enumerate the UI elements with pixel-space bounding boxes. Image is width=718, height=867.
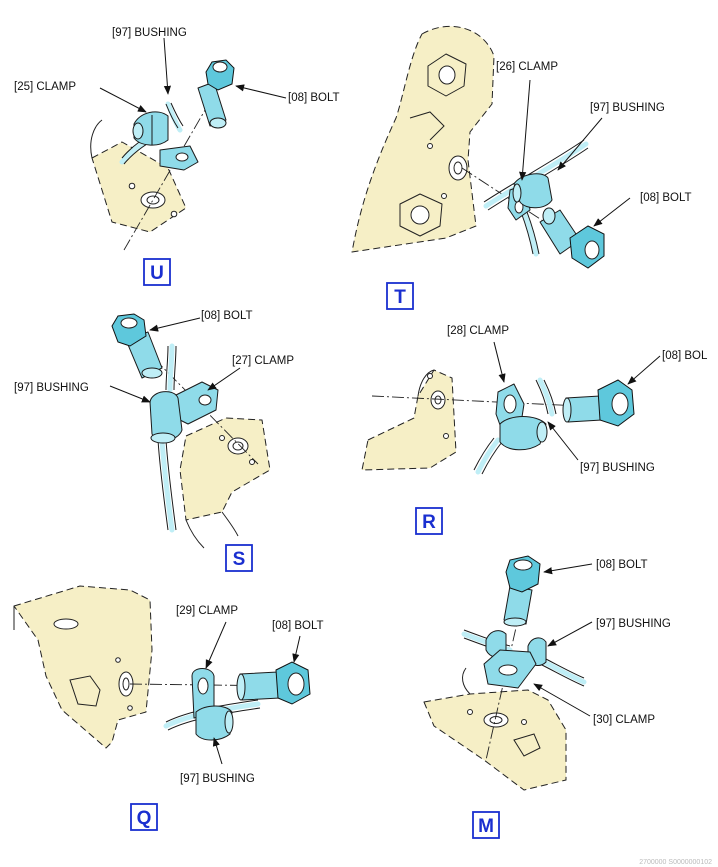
bolt-08-q <box>236 661 311 705</box>
callout-bushing-97-m: [97] BUSHING <box>596 618 671 630</box>
view-u: [97] BUSHING [25] CLAMP [08] BOLT U <box>14 27 340 286</box>
callout-bushing-97-u: [97] BUSHING <box>112 27 187 39</box>
svg-text:R: R <box>422 512 436 533</box>
callout-bushing-97-r: [97] BUSHING <box>580 462 655 474</box>
view-t: [26] CLAMP [97] BUSHING [08] BOLT T <box>351 25 692 310</box>
callout-bushing-97-q: [97] BUSHING <box>180 773 255 785</box>
callout-clamp-30: [30] CLAMP <box>593 714 655 726</box>
bolt-08-s <box>111 313 163 379</box>
callout-clamp-28: [28] CLAMP <box>447 325 509 337</box>
bushing-97-q <box>195 705 234 741</box>
view-tag-q: Q <box>130 803 158 831</box>
svg-text:M: M <box>478 816 494 837</box>
view-s: [08] BOLT [27] CLAMP [97] BUSHING S <box>14 310 294 572</box>
view-tag-t: T <box>386 282 414 310</box>
bracket-s <box>179 417 271 521</box>
svg-text:T: T <box>394 287 406 308</box>
bushing-97-r <box>499 416 548 451</box>
callout-bolt-08-r: [08] BOL <box>662 350 708 362</box>
view-tag-s: S <box>225 544 253 572</box>
callout-bushing-97-t: [97] BUSHING <box>590 102 665 114</box>
svg-text:U: U <box>150 263 164 284</box>
callout-clamp-25: [25] CLAMP <box>14 81 76 93</box>
view-m: [08] BOLT [97] BUSHING [30] CLAMP M <box>423 555 671 839</box>
callout-bolt-08-u: [08] BOLT <box>288 92 340 104</box>
bolt-08-m <box>503 555 541 627</box>
view-tag-u: U <box>143 258 171 286</box>
bolt-08-t <box>539 207 605 269</box>
callout-bolt-08-s: [08] BOLT <box>201 310 253 322</box>
callout-clamp-29: [29] CLAMP <box>176 605 238 617</box>
figure-code: 2700000 S0000000102 <box>639 859 712 866</box>
view-tag-r: R <box>415 507 443 535</box>
bushing-97-u <box>132 111 169 146</box>
svg-text:Q: Q <box>137 808 152 829</box>
view-q: [29] CLAMP [08] BOLT [97] BUSHING Q <box>13 585 324 831</box>
clamp-27 <box>173 381 219 425</box>
view-tag-m: M <box>472 811 500 839</box>
bolt-08-u <box>197 59 235 129</box>
bracket-u <box>91 141 187 233</box>
callout-clamp-26: [26] CLAMP <box>496 61 558 73</box>
clamp-29 <box>191 668 215 719</box>
bracket-r <box>361 369 457 471</box>
bracket-m <box>423 689 567 791</box>
callout-bolt-08-q: [08] BOLT <box>272 620 324 632</box>
bracket-q <box>13 585 153 749</box>
view-r: [28] CLAMP [08] BOL [97] BUSHING R <box>361 325 708 535</box>
callout-clamp-27: [27] CLAMP <box>232 355 294 367</box>
bushing-97-t <box>512 173 553 209</box>
callout-bolt-08-m: [08] BOLT <box>596 559 648 571</box>
callout-bolt-08-t: [08] BOLT <box>640 192 692 204</box>
svg-text:S: S <box>233 549 246 570</box>
callout-bushing-97-s: [97] BUSHING <box>14 382 89 394</box>
bolt-08-r <box>562 379 635 427</box>
bushing-97-s <box>149 391 183 444</box>
clamp-25 <box>159 145 199 171</box>
clamp-30 <box>483 649 537 689</box>
